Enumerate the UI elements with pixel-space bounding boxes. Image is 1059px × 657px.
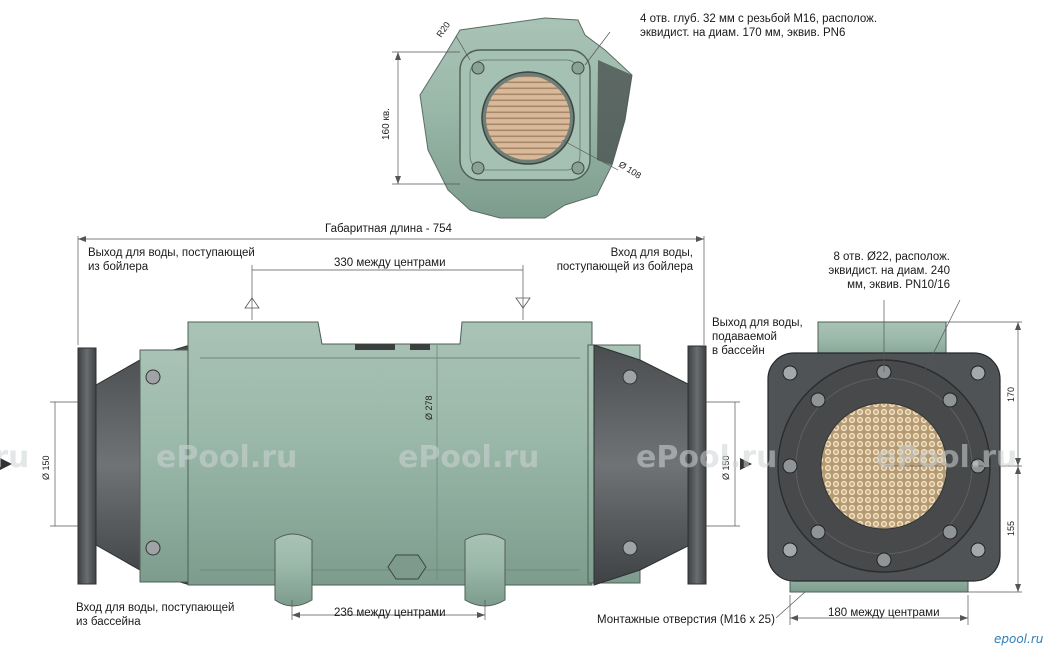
- top-view-shadow: [597, 60, 632, 165]
- top-view-flange-inner: [469, 59, 581, 171]
- watermark: ePool.ru: [0, 440, 30, 475]
- top-view-bolt-hole: [471, 61, 485, 75]
- end-view-dim-upper: 170: [1006, 387, 1016, 402]
- watermark: ePool.ru: [398, 440, 540, 475]
- watermark: ePool.ru: [156, 440, 298, 475]
- inlet-from-pool-label: Вход для воды, поступающей из бассейна: [76, 602, 235, 628]
- outlet-to-pool-label: Выход для воды, подаваемой в бассейн: [712, 317, 803, 357]
- top-centers-label: 330 между центрами: [334, 257, 446, 269]
- mount-centers-label: 180 между центрами: [828, 607, 940, 619]
- top-view-tube-bundle: [486, 76, 570, 160]
- side-view-diam-right: Ø 150: [721, 455, 731, 480]
- drain-plug: [387, 554, 427, 580]
- top-view-holes-note: 4 отв. глуб. 32 мм с резьбой М16, распол…: [640, 13, 878, 39]
- logo: epool.ru: [994, 632, 1044, 646]
- bottom-nozzle-left: [274, 533, 313, 607]
- top-view-bolt-hole: [571, 161, 585, 175]
- inlet-from-boiler-label: Вход для воды, поступающей из бойлера: [556, 247, 693, 273]
- side-view-diam-body: Ø 278: [424, 395, 434, 420]
- left-flange: [77, 347, 97, 585]
- top-view-diameter-label: Ø 108: [617, 159, 643, 180]
- top-view-radius-label: R20: [434, 20, 452, 39]
- main-body: [187, 321, 593, 586]
- end-view-dim-lower: 155: [1006, 521, 1016, 536]
- mount-holes-label: Монтажные отверстия (М16 x 25): [597, 614, 775, 626]
- end-view: 170 155: [767, 299, 1022, 625]
- top-view-bolt-hole: [471, 161, 485, 175]
- top-view-size-label: 160 кв.: [381, 108, 392, 140]
- top-view-bolt-hole: [571, 61, 585, 75]
- overall-length-label: Габаритная длина - 754: [325, 223, 452, 235]
- outlet-to-boiler-label: Выход для воды, поступающей из бойлера: [88, 247, 255, 273]
- top-view: 160 кв. R20 Ø 108: [381, 17, 643, 219]
- end-view-holes-note: 8 отв. Ø22, располож. эквидист. на диам.…: [828, 251, 950, 291]
- watermark: ePool.ru: [636, 440, 778, 475]
- side-view: Ø 278 Ø 150 Ø 150: [0, 236, 752, 620]
- side-view-diam-left: Ø 150: [41, 455, 51, 480]
- right-flange: [687, 345, 707, 585]
- bottom-centers-label: 236 между центрами: [334, 607, 446, 619]
- watermark: ePool.ru: [876, 440, 1018, 475]
- bottom-nozzle-right: [464, 533, 506, 607]
